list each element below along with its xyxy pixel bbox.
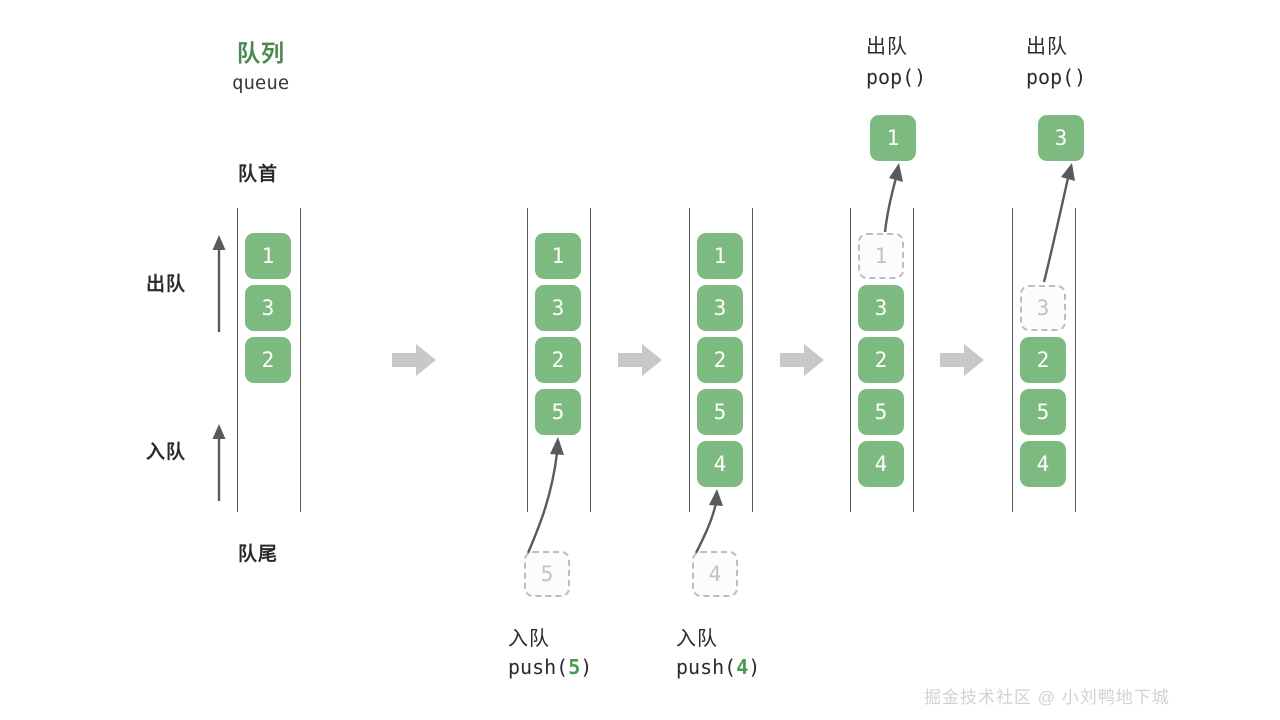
queue-cell: 4 — [1020, 441, 1066, 487]
separator-arrow-icon — [940, 344, 984, 376]
queue-rail-right — [913, 208, 914, 512]
separator-arrow-icon — [392, 344, 436, 376]
queue-cell: 4 — [858, 441, 904, 487]
queue-rail-right — [590, 208, 591, 512]
ghost-cell: 5 — [524, 551, 570, 597]
dequeue-direction-arrow-icon — [212, 235, 226, 332]
queue-tail-label: 队尾 — [238, 544, 279, 565]
push-motion-arrow-icon — [526, 437, 564, 554]
queue-cell: 3 — [245, 285, 291, 331]
queue-cell-new: 5 — [535, 389, 581, 435]
diagram-title-cn: 队列 — [237, 40, 285, 66]
pop-motion-arrow-icon — [883, 163, 903, 233]
queue-cell: 2 — [858, 337, 904, 383]
operation-label-code: push(4) — [676, 655, 760, 679]
separator-arrow-icon — [780, 344, 824, 376]
queue-cell: 2 — [535, 337, 581, 383]
queue-head-label: 队首 — [238, 164, 279, 185]
queue-cell: 2 — [1020, 337, 1066, 383]
op-code-prefix: pop( — [866, 65, 915, 89]
queue-rail-left — [1012, 208, 1013, 512]
watermark-text: 掘金技术社区 @ 小刘鸭地下城 — [924, 688, 1170, 707]
popped-cell: 3 — [1038, 115, 1084, 161]
queue-rail-right — [1075, 208, 1076, 512]
op-code-suffix: ) — [1074, 65, 1087, 89]
op-code-prefix: push( — [508, 655, 569, 679]
ghost-cell: 3 — [1020, 285, 1066, 331]
diagram-title-en: queue — [232, 72, 290, 94]
push-motion-arrow-icon — [694, 489, 723, 554]
queue-rail-right — [752, 208, 753, 512]
queue-rail-left — [237, 208, 238, 512]
enqueue-direction-arrow-icon — [212, 424, 226, 501]
op-code-prefix: pop( — [1026, 65, 1075, 89]
dequeue-direction-label: 出队 — [146, 274, 187, 295]
queue-rail-left — [850, 208, 851, 512]
operation-label-cn: 入队 — [508, 628, 550, 650]
op-code-suffix: ) — [914, 65, 927, 89]
queue-cell: 3 — [858, 285, 904, 331]
queue-rail-right — [300, 208, 301, 512]
op-code-suffix: ) — [748, 655, 761, 679]
queue-rail-left — [527, 208, 528, 512]
queue-cell: 1 — [245, 233, 291, 279]
queue-cell: 1 — [697, 233, 743, 279]
op-code-arg: 4 — [736, 655, 749, 679]
operation-label-code: pop() — [1026, 65, 1086, 89]
operation-label-cn: 出队 — [1026, 36, 1068, 58]
queue-cell: 1 — [535, 233, 581, 279]
queue-cell: 5 — [697, 389, 743, 435]
op-code-suffix: ) — [580, 655, 593, 679]
queue-rail-left — [689, 208, 690, 512]
queue-cell: 5 — [858, 389, 904, 435]
queue-cell: 2 — [245, 337, 291, 383]
queue-cell-new: 4 — [697, 441, 743, 487]
op-code-prefix: push( — [676, 655, 737, 679]
operation-label-cn: 出队 — [866, 36, 908, 58]
queue-cell: 3 — [697, 285, 743, 331]
pop-motion-arrow-icon — [1042, 163, 1075, 283]
enqueue-direction-label: 入队 — [146, 442, 187, 463]
queue-cell: 3 — [535, 285, 581, 331]
operation-label-cn: 入队 — [676, 628, 718, 650]
queue-cell: 2 — [697, 337, 743, 383]
popped-cell: 1 — [870, 115, 916, 161]
queue-cell: 5 — [1020, 389, 1066, 435]
operation-label-code: pop() — [866, 65, 926, 89]
op-code-arg: 5 — [568, 655, 581, 679]
ghost-cell: 4 — [692, 551, 738, 597]
separator-arrow-icon — [618, 344, 662, 376]
ghost-cell: 1 — [858, 233, 904, 279]
operation-label-code: push(5) — [508, 655, 592, 679]
